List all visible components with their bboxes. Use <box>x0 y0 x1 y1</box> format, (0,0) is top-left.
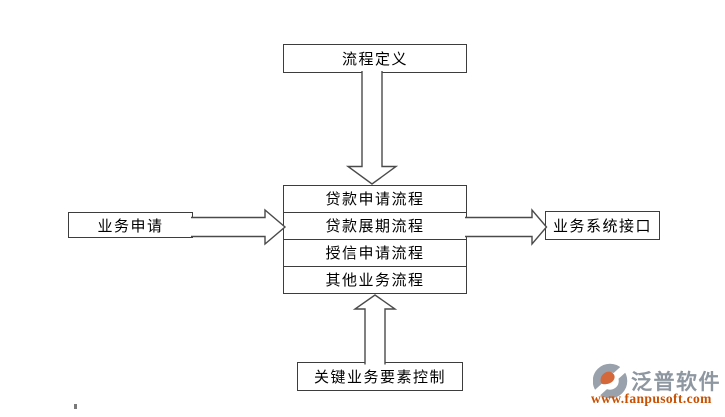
stack-row-loan-application: 贷款申请流程 <box>284 186 466 213</box>
right-arrow-left-icon <box>191 208 287 246</box>
stack-row-label: 其他业务流程 <box>325 273 425 290</box>
node-process-definition: 流程定义 <box>283 44 467 73</box>
node-business-request: 业务申请 <box>68 212 193 238</box>
stack-row-label: 贷款展期流程 <box>325 219 425 236</box>
node-business-system-interface: 业务系统接口 <box>545 211 660 240</box>
process-stack: 贷款申请流程 贷款展期流程 授信申请流程 其他业务流程 <box>283 185 467 294</box>
node-business-request-label: 业务申请 <box>97 218 164 235</box>
stack-row-other-business: 其他业务流程 <box>284 267 466 293</box>
logo-company-name[interactable]: 泛普软件 <box>631 370 721 394</box>
node-process-definition-label: 流程定义 <box>341 52 408 68</box>
stack-row-label: 贷款申请流程 <box>325 192 425 209</box>
stack-row-label: 授信申请流程 <box>325 246 425 263</box>
logo-website-link[interactable]: www.fanpusoft.com <box>591 391 712 406</box>
fanpu-logo[interactable]: 泛普软件 www.fanpusoft.com <box>588 357 725 413</box>
node-key-business-element-control-label: 关键业务要素控制 <box>313 370 446 386</box>
down-arrow-icon <box>345 71 399 185</box>
stack-row-loan-extension: 贷款展期流程 <box>284 213 466 240</box>
stack-row-credit-application: 授信申请流程 <box>284 240 466 267</box>
right-arrow-right-icon <box>465 208 548 246</box>
node-key-business-element-control: 关键业务要素控制 <box>297 362 463 391</box>
stray-tick-mark <box>74 404 77 409</box>
fanpu-logo-icon <box>593 361 631 401</box>
up-arrow-icon <box>352 294 398 365</box>
node-business-system-interface-label: 业务系统接口 <box>552 219 652 235</box>
